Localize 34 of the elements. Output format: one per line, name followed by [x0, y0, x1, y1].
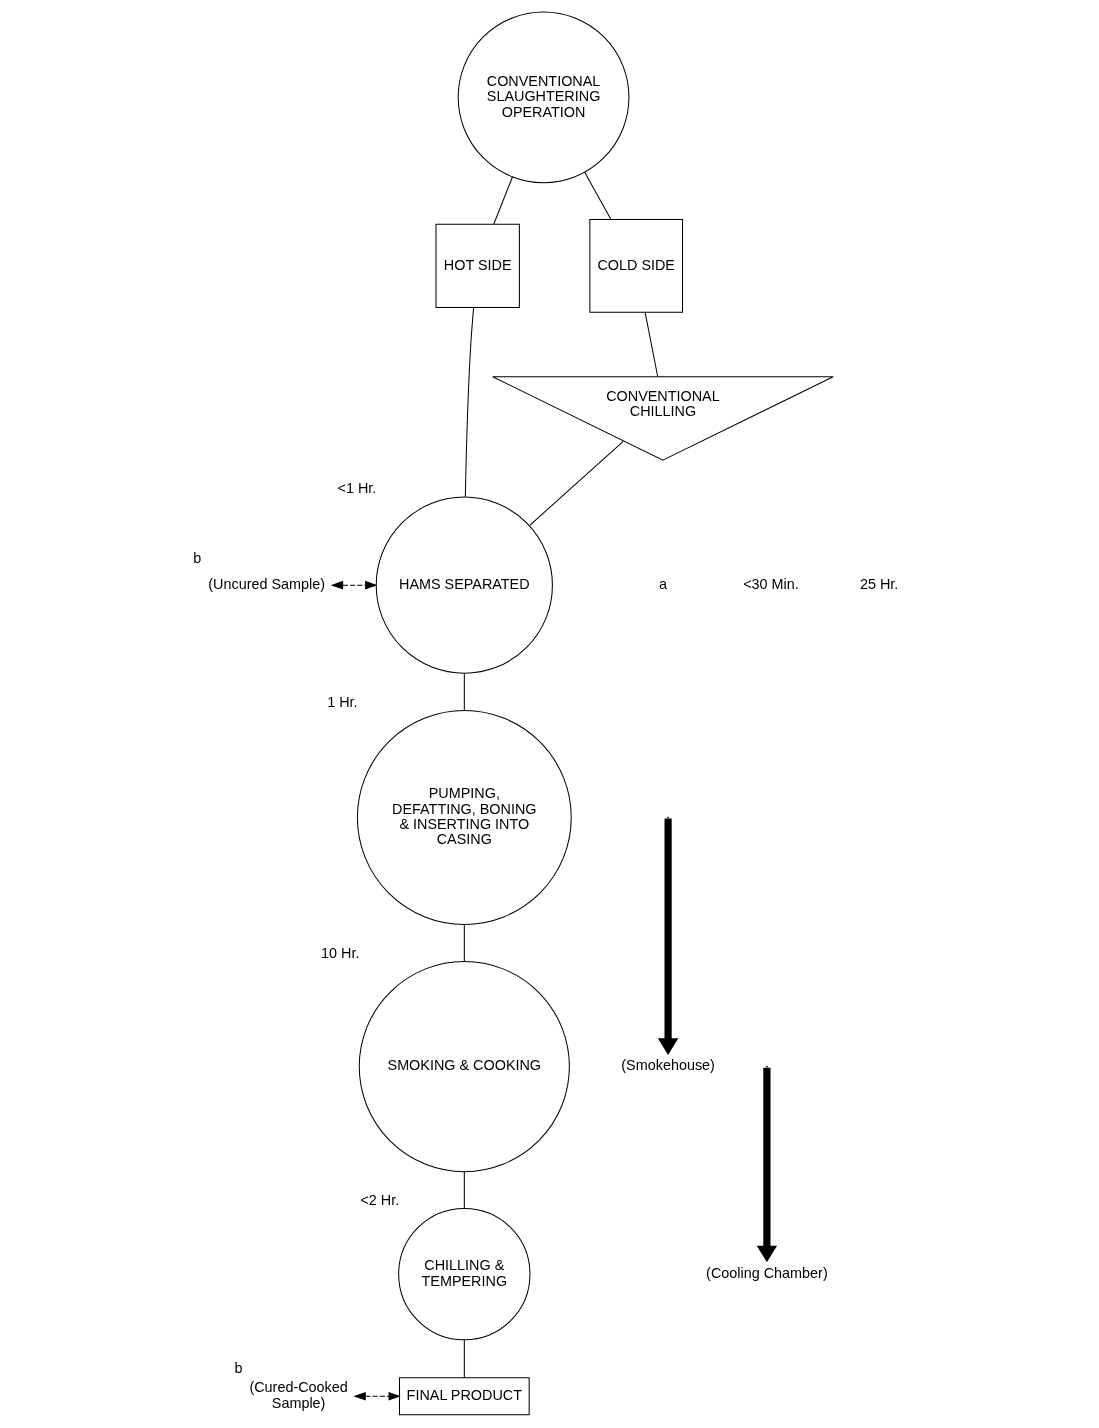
arrow: [352, 1391, 401, 1401]
connector: [492, 176, 513, 225]
node-box: HOT SIDE: [435, 223, 520, 309]
connector: [463, 924, 465, 962]
connector: [583, 171, 611, 220]
node-label: <1 Hr.: [337, 479, 376, 496]
connector: [464, 307, 474, 498]
node-label: 10 Hr.: [320, 944, 359, 961]
node-label: 1 Hr.: [326, 693, 358, 710]
node-text: (Cured-Cooked Sample): [248, 1379, 348, 1411]
node-text: (Smokehouse): [620, 1057, 715, 1074]
arrow: [330, 580, 377, 590]
node-label: <2 Hr.: [359, 1191, 399, 1208]
node-circle: CHILLING & TEMPERING: [397, 1208, 530, 1341]
node-circle: PUMPING, DEFATTING, BONING & INSERTING INTO CASING: [356, 710, 572, 925]
node-circle: HAMS SEPARATED: [375, 496, 553, 674]
connector: [528, 440, 624, 526]
node-box: FINAL PRODUCT: [398, 1377, 530, 1416]
connector: [463, 1339, 465, 1379]
arrow: [756, 1067, 777, 1263]
label: <30 Min.: [742, 576, 799, 592]
arrow: [657, 818, 678, 1055]
node-box: COLD SIDE: [588, 219, 683, 313]
node-text: (Cooling Chamber): [705, 1264, 828, 1281]
node-label: b: [233, 1359, 242, 1376]
connector: [644, 311, 658, 378]
node-label: b: [192, 549, 201, 566]
node-circle: SMOKING & COOKING: [358, 961, 570, 1173]
node-circle: CONVENTIONAL SLAUGHTERING OPERATION: [457, 11, 629, 184]
node-text: (Uncured Sample): [207, 576, 325, 592]
connector: [463, 1171, 465, 1210]
connector: [463, 673, 465, 711]
label: a: [658, 576, 667, 592]
label: 25 Hr.: [859, 576, 898, 592]
